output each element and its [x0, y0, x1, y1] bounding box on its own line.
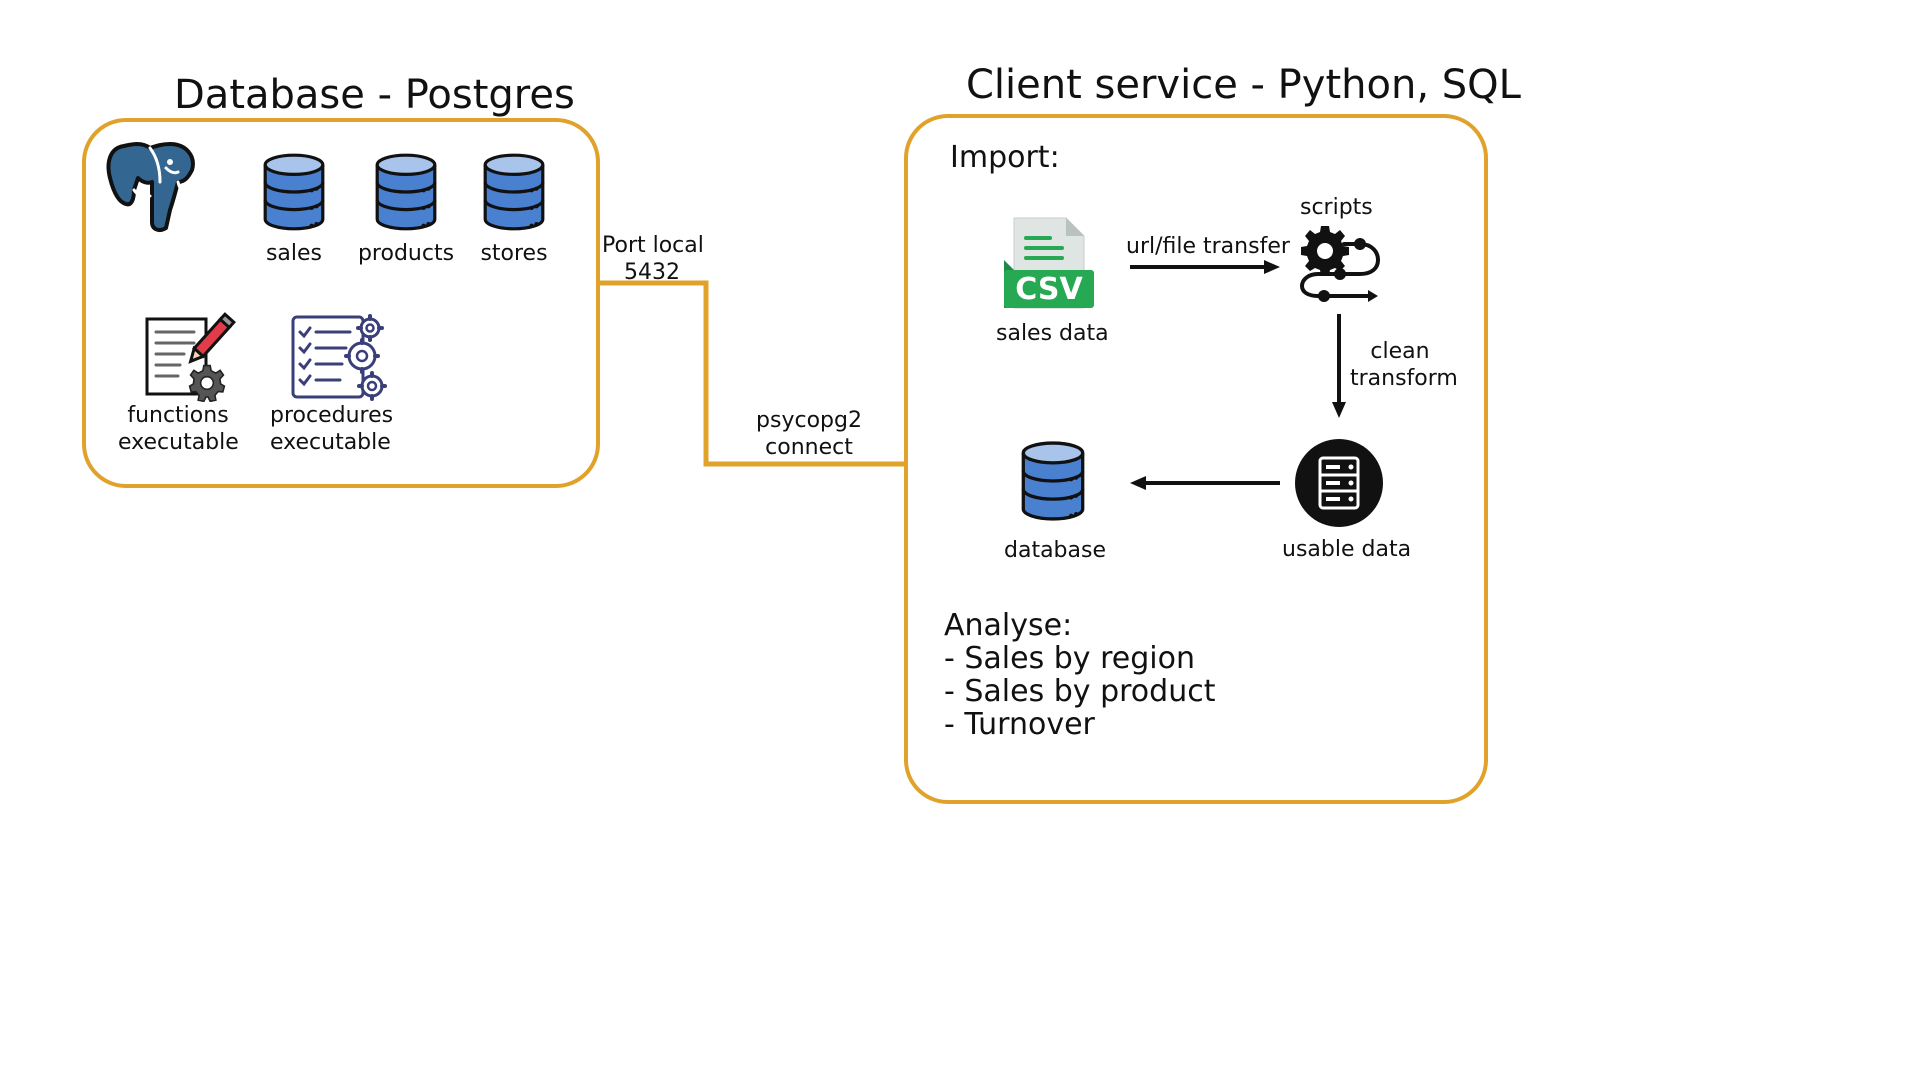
sales-data-label: sales data [996, 321, 1109, 346]
database-icon [375, 153, 437, 231]
scripts-label: scripts [1300, 195, 1373, 220]
client-panel [904, 114, 1488, 804]
transfer-label: url/file transfer [1126, 234, 1290, 259]
import-heading: Import: [950, 140, 1060, 175]
table-label-products: products [357, 241, 455, 266]
postgres-elephant-icon [106, 142, 195, 232]
database-icon [1021, 441, 1085, 521]
analyse-heading: Analyse: [944, 608, 1073, 643]
clean-transform-label: clean transform [1350, 339, 1458, 391]
functions-label: functions executable [118, 403, 239, 455]
database-panel-title: Database - Postgres [174, 72, 575, 118]
database-icon [263, 153, 325, 231]
clean-transform-arrow [1332, 314, 1346, 418]
list-item: - Turnover [944, 707, 1095, 742]
database-icon [483, 153, 545, 231]
driver-label: psycopg2 connect [756, 408, 862, 460]
csv-badge-text: CSV [1015, 272, 1083, 307]
database-label: database [1004, 538, 1106, 563]
list-item: - Sales by region [944, 641, 1195, 676]
table-label-sales: sales [265, 241, 323, 266]
store-arrow [1130, 476, 1280, 490]
csv-file-icon [1004, 217, 1094, 309]
document-edit-gear-icon [145, 312, 236, 402]
analyse-list: - Sales by region - Sales by product - T… [944, 642, 1215, 741]
list-item: - Sales by product [944, 674, 1216, 709]
client-panel-title: Client service - Python, SQL [966, 62, 1521, 108]
database-panel [82, 118, 600, 488]
table-label-stores: stores [480, 241, 548, 266]
port-label: Port local 5432 [602, 233, 704, 285]
checklist-gears-icon [291, 314, 387, 401]
scripts-gear-flow-icon [1299, 226, 1381, 302]
usable-data-label: usable data [1282, 537, 1412, 562]
procedures-label: procedures executable [270, 403, 394, 455]
server-icon [1295, 439, 1383, 527]
transfer-arrow [1130, 260, 1280, 274]
